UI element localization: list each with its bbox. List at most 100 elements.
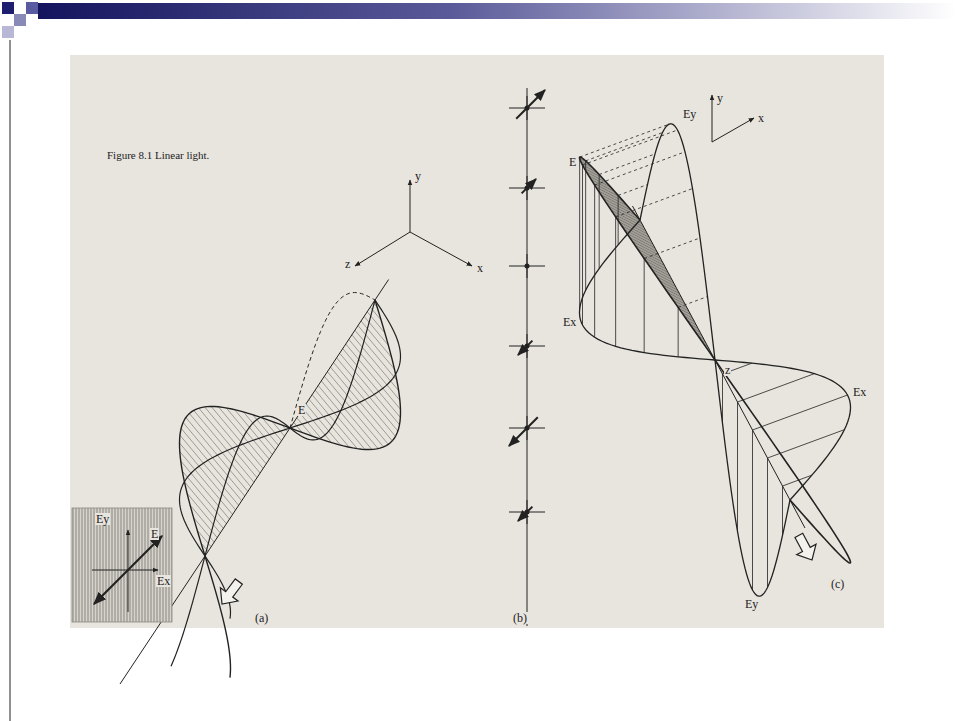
- panel-c: [579, 95, 850, 596]
- header-square: [2, 2, 14, 14]
- field-hatch: [183, 422, 245, 496]
- axis-line: [712, 118, 754, 142]
- axis-line: [410, 180, 411, 232]
- field-hatch: [337, 358, 398, 431]
- e-vector: [509, 417, 538, 446]
- figure-label: Ex: [852, 386, 867, 398]
- field-hatch: [611, 210, 691, 316]
- slide-border: [10, 40, 11, 721]
- projection-line: [618, 185, 647, 196]
- header-square: [14, 14, 26, 26]
- figure-label: Ey: [744, 598, 759, 610]
- ey-wave: [171, 300, 375, 666]
- projection-line: [586, 133, 663, 161]
- propagation-line: [527, 88, 528, 626]
- projection-line: [585, 161, 586, 290]
- field-hatch: [226, 408, 269, 459]
- e-vector: [94, 536, 162, 604]
- field-hatch: [580, 157, 670, 276]
- e-vector: [522, 179, 536, 193]
- projection-line: [782, 486, 783, 535]
- inset-axis: [92, 570, 158, 571]
- projection-line: [615, 217, 616, 346]
- field-hatch: [584, 159, 664, 265]
- field-hatch: [602, 196, 688, 309]
- ex-wave: [180, 300, 401, 619]
- e-wave: [180, 300, 401, 678]
- figure-label: Ey: [95, 513, 110, 525]
- figure-label: x: [476, 262, 484, 274]
- field-hatch: [589, 176, 682, 299]
- axis-line: [410, 232, 472, 266]
- propagation-arrow: [795, 533, 816, 560]
- figure-label: y: [414, 170, 422, 182]
- figure-photo: [70, 55, 884, 628]
- projection-line: [582, 165, 583, 325]
- figure-label: (c): [830, 578, 845, 590]
- projection-line: [579, 157, 580, 309]
- field-hatch: [327, 372, 388, 445]
- hidden-wave: [290, 293, 375, 428]
- figure-caption: Figure 8.1 Linear light.: [106, 150, 210, 161]
- projection-line: [678, 297, 707, 308]
- projection-line: [767, 458, 768, 587]
- field-hatch: [189, 413, 251, 486]
- field-hatch: [318, 386, 372, 450]
- figure-label: Ex: [156, 575, 171, 587]
- projection-line: [595, 152, 685, 185]
- e-vector: [518, 341, 532, 355]
- e-vector: [518, 507, 532, 521]
- figure-label: y: [716, 92, 724, 104]
- projection-line: [616, 189, 693, 217]
- panel-a: [72, 180, 472, 684]
- projection-line: [768, 430, 845, 458]
- axis-line: [712, 95, 713, 142]
- field-hatch: [186, 417, 248, 491]
- panel-b: [509, 88, 545, 626]
- field-hatch: [306, 404, 341, 445]
- figure-label: x: [757, 112, 765, 124]
- axis-line: [355, 232, 410, 266]
- figure-label: (b): [512, 612, 528, 624]
- field-hatch: [581, 162, 676, 287]
- header-square: [2, 26, 14, 38]
- field-hatch: [182, 471, 226, 524]
- polarization-plane: [72, 508, 172, 622]
- field-hatch: [584, 168, 679, 293]
- projection-line: [738, 374, 815, 402]
- projection-line: [752, 430, 753, 590]
- projection-line: [594, 185, 595, 337]
- center-dot: [525, 264, 530, 269]
- figure-label: Ey: [682, 108, 697, 120]
- projection-line: [644, 259, 645, 353]
- projection-line: [753, 395, 848, 430]
- field-hatch: [330, 367, 392, 441]
- figure-label: z: [724, 364, 731, 376]
- figure-label: E: [297, 404, 306, 416]
- propagation-axis: [120, 280, 389, 684]
- figure-label: (a): [254, 612, 269, 624]
- projection-line: [644, 238, 700, 259]
- field-hatch: [580, 159, 673, 282]
- projection-line: [599, 154, 655, 175]
- header-bar: [38, 3, 956, 19]
- e-wave: [579, 157, 850, 563]
- field-hatch: [352, 335, 399, 391]
- header-square: [26, 2, 38, 14]
- e-vector: [516, 90, 545, 119]
- field-hatch: [595, 185, 685, 304]
- field-hatch: [621, 224, 694, 320]
- figure-label: z: [344, 258, 351, 270]
- projection-line: [678, 307, 679, 356]
- figure-label: E: [568, 156, 577, 168]
- projection-line: [737, 402, 738, 531]
- propagation-arrow: [220, 579, 242, 604]
- projection-line: [580, 124, 670, 157]
- field-hatch: [218, 407, 266, 464]
- figure-label: Ex: [562, 316, 577, 328]
- field-hatch: [349, 339, 400, 400]
- projection-line: [599, 175, 600, 269]
- figure-label: E: [150, 528, 159, 540]
